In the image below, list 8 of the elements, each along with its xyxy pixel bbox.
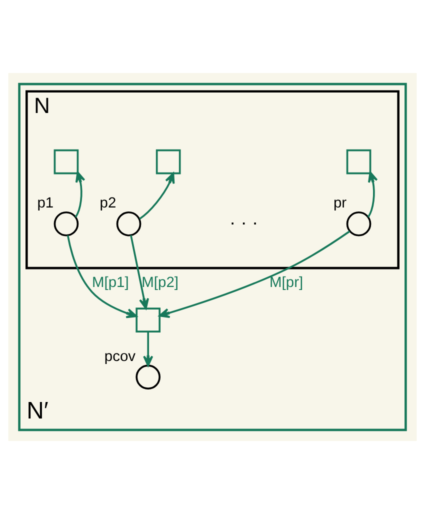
node-label: pcov xyxy=(104,348,136,364)
edge-label: M[pr] xyxy=(270,274,304,291)
node-label: p1 xyxy=(37,195,54,212)
edge-label: M[p2] xyxy=(142,274,178,291)
node-label: p2 xyxy=(100,195,116,212)
edge-label: M[p1] xyxy=(92,274,129,291)
label: · · · xyxy=(230,210,258,232)
node-label: pr xyxy=(333,195,347,212)
